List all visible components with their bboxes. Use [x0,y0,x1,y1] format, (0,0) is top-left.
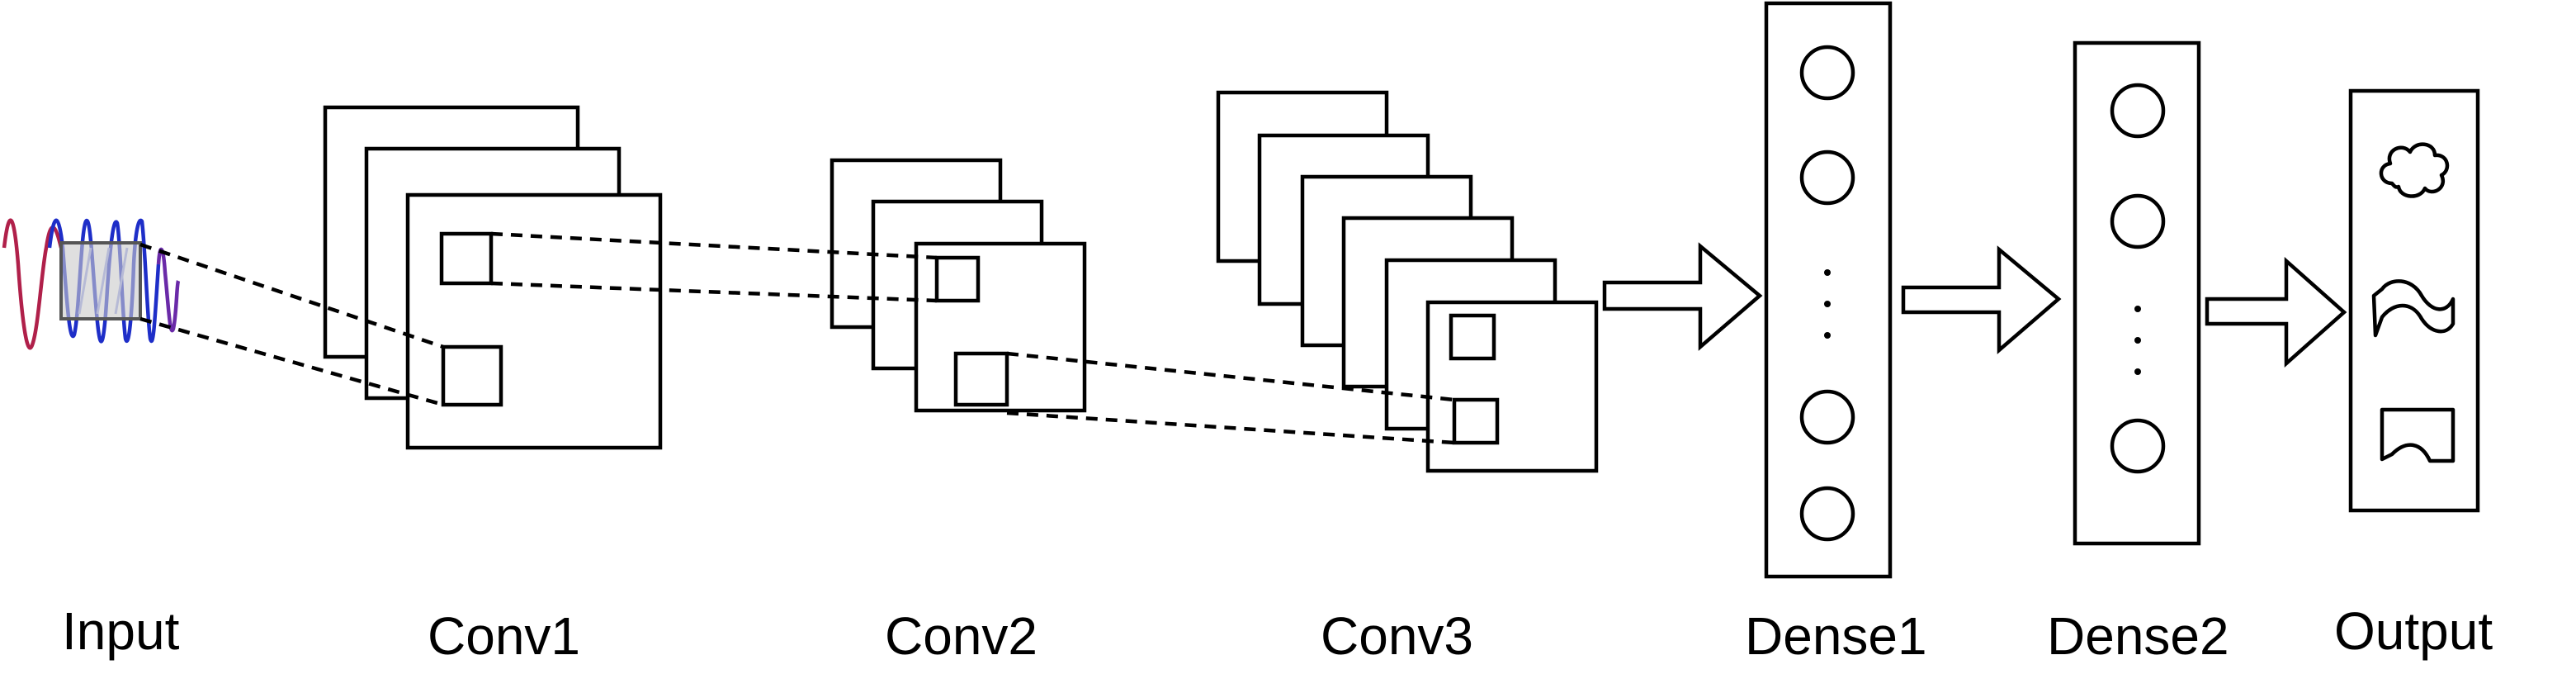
conv3-feature-map-6 [1425,300,1599,473]
dense1-ellipsis-dot [1824,301,1831,307]
dense1-layer [1764,1,1893,579]
label-dense1: Dense1 [1745,606,1927,666]
connector-conv2-conv3-bottom [1006,411,1455,445]
dense2-neuron [2110,83,2166,139]
dense1-neuron [1799,150,1855,206]
dense2-neuron [2110,193,2166,249]
conv2-layer [830,158,1087,413]
dense1-ellipsis-dot [1824,269,1831,276]
connector-input-conv1-top [139,242,444,349]
dense1-neuron [1799,45,1855,101]
arrow-dense1-to-dense2 [1901,245,2062,354]
label-output: Output [2334,601,2493,661]
connector-input-conv1-bottom [139,316,444,407]
conv2-kernel-bottom [953,351,1009,407]
label-conv2: Conv2 [885,606,1037,666]
dense2-ellipsis-dot [2134,368,2141,375]
label-conv1: Conv1 [428,606,580,666]
input-window [59,241,142,320]
conv2-kernel-top [934,255,981,303]
connector-conv1-conv2-bottom [490,281,938,303]
arrow-dense2-to-output [2205,257,2347,368]
cloud-icon [2379,142,2450,198]
arrow-conv3-to-dense1 [1602,242,1763,351]
label-input: Input [62,601,180,661]
dense2-layer [2073,40,2201,546]
receptive-field-connectors [139,231,1455,445]
output-layer [2348,88,2480,513]
conv2-feature-map-3 [914,241,1087,413]
conv1-layer [323,105,663,450]
conv3-layer [1216,90,1599,473]
conv1-kernel-bottom [441,344,503,407]
dense2-ellipsis-dot [2134,337,2141,344]
dense1-neuron [1799,389,1855,445]
label-dense2: Dense2 [2047,606,2229,666]
dense1-ellipsis-dot [1824,332,1831,339]
dense2-ellipsis-dot [2134,306,2141,312]
label-conv3: Conv3 [1321,606,1473,666]
conv3-kernel-bottom [1452,397,1500,445]
document-icon [2380,407,2455,463]
connector-conv2-conv3-top [1006,351,1455,402]
input-signal [2,218,181,350]
input-wave-red [2,218,64,350]
input-wave-purple [156,247,181,333]
dense2-neuron [2110,418,2166,474]
conv3-kernel-top [1449,313,1496,361]
conv1-kernel-top [439,231,494,286]
dense1-neuron [1799,486,1855,542]
connector-conv1-conv2-top [490,231,938,260]
wave-flag-icon [2371,279,2455,338]
